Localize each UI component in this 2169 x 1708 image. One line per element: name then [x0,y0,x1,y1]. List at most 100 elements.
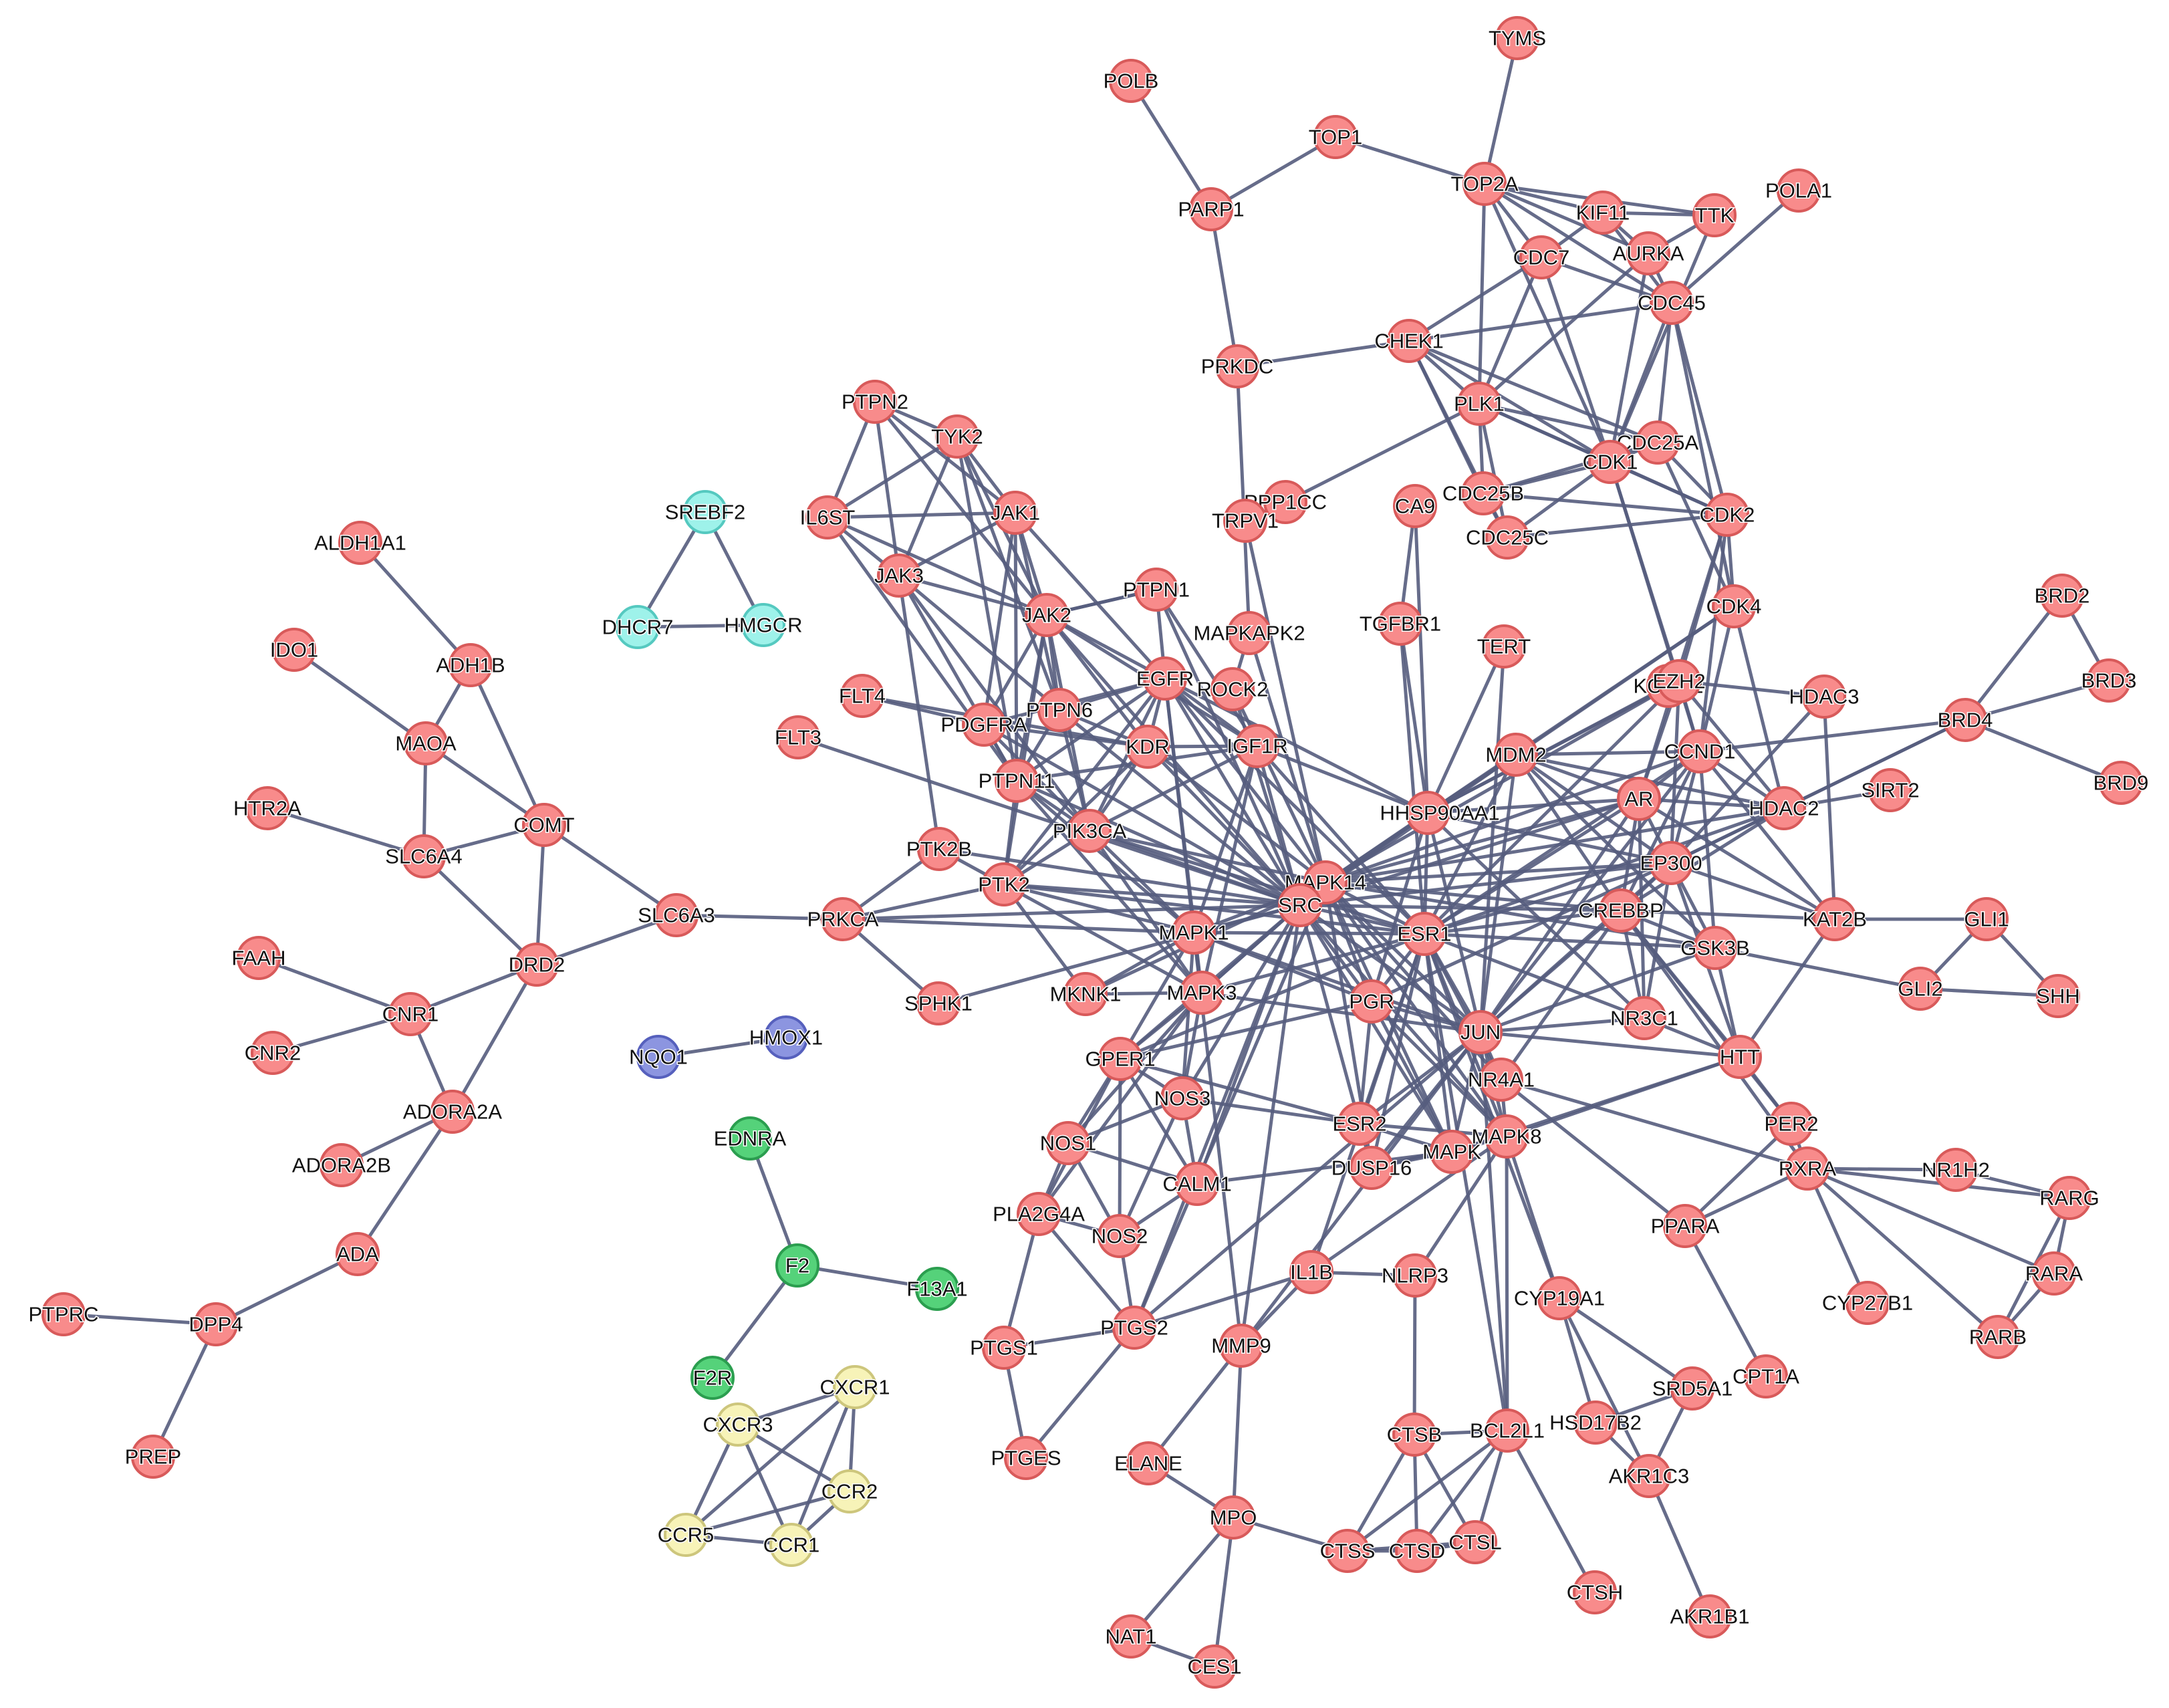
node-rara[interactable]: RARA [2024,1251,2084,1296]
node-akr1c3[interactable]: AKR1C3 [1608,1454,1690,1498]
node-cdc25c[interactable]: CDC25C [1464,515,1550,560]
node-rxra[interactable]: RXRA [1777,1146,1837,1191]
node-ttk[interactable]: TTK [1692,193,1737,237]
node-ctsb[interactable]: CTSB [1386,1413,1443,1457]
node-jak3[interactable]: JAK3 [873,554,925,598]
node-nqo1[interactable]: NQO1 [628,1035,688,1079]
node-slc6a4[interactable]: SLC6A4 [384,834,463,878]
node-per2[interactable]: PER2 [1763,1102,1819,1146]
node-cdc45[interactable]: CDC45 [1637,281,1706,325]
node-jak2[interactable]: JAK2 [1021,593,1073,637]
node-ezh2[interactable]: EZH2 [1652,659,1706,703]
node-tert[interactable]: TERT [1476,624,1532,668]
node-top1[interactable]: TOP1 [1307,115,1364,159]
node-nr1h2[interactable]: NR1H2 [1921,1148,1991,1192]
node-il1b[interactable]: IL1B [1289,1250,1333,1294]
node-ptpn1[interactable]: PTPN1 [1122,568,1190,612]
node-top2a[interactable]: TOP2A [1450,162,1519,206]
node-gsk3b[interactable]: GSK3B [1680,926,1751,970]
node-cnr1[interactable]: CNR1 [381,992,440,1036]
node-pik3ca[interactable]: PIK3CA [1051,809,1128,853]
node-calm1[interactable]: CALM1 [1162,1162,1233,1206]
node-ido1[interactable]: IDO1 [269,628,320,672]
node-cdc25a[interactable]: CDC25A [1616,420,1700,465]
node-shh[interactable]: SHH [2035,974,2081,1018]
node-htr2a[interactable]: HTR2A [233,786,303,830]
node-ccnd1[interactable]: CCND1 [1663,729,1737,773]
node-nat1[interactable]: NAT1 [1104,1614,1158,1659]
node-comt[interactable]: COMT [513,803,576,847]
node-prep[interactable]: PREP [124,1435,182,1479]
node-dpp4[interactable]: DPP4 [188,1302,244,1346]
node-kat2b[interactable]: KAT2B [1802,897,1868,941]
node-ptpn2[interactable]: PTPN2 [841,380,909,424]
node-ptgs1[interactable]: PTGS1 [969,1326,1039,1370]
node-hmox1[interactable]: HMOX1 [748,1015,824,1060]
node-pola1[interactable]: POLA1 [1765,168,1833,213]
node-mapk8[interactable]: MAPK8 [1471,1114,1543,1158]
node-jak1[interactable]: JAK1 [989,491,1041,535]
node-pgr[interactable]: PGR [1348,979,1395,1023]
node-pdgfra[interactable]: PDGFRA [940,703,1028,747]
node-ccr5[interactable]: CCR5 [656,1513,715,1557]
node-cyp27b1[interactable]: CYP27B1 [1821,1281,1914,1325]
node-gli1[interactable]: GLI1 [1963,897,2010,941]
node-mapk3[interactable]: MAPK3 [1166,971,1238,1015]
node-aurka[interactable]: AURKA [1612,231,1685,275]
node-cxcr1[interactable]: CXCR1 [819,1365,891,1409]
node-gper1[interactable]: GPER1 [1084,1037,1156,1081]
node-ptpn6[interactable]: PTPN6 [1025,688,1094,732]
node-ces1[interactable]: CES1 [1186,1644,1243,1689]
node-mapk1[interactable]: MAPK1 [1158,910,1230,955]
node-il6st[interactable]: IL6ST [799,495,856,539]
node-nlrp3[interactable]: NLRP3 [1381,1253,1449,1298]
node-f2[interactable]: F2 [775,1243,819,1288]
node-igf1r[interactable]: IGF1R [1226,724,1289,768]
node-nr3c1[interactable]: NR3C1 [1610,996,1679,1040]
node-brd2[interactable]: BRD2 [2033,574,2091,618]
node-adora2a[interactable]: ADORA2A [402,1090,503,1134]
node-faah[interactable]: FAAH [231,936,287,980]
node-adh1b[interactable]: ADH1B [435,643,506,687]
node-parp1[interactable]: PARP1 [1177,187,1245,231]
node-mdm2[interactable]: MDM2 [1485,733,1547,777]
node-polb[interactable]: POLB [1102,59,1160,103]
node-rock2[interactable]: ROCK2 [1196,667,1269,711]
node-htt[interactable]: HTT [1718,1035,1762,1079]
node-nr4a1[interactable]: NR4A1 [1467,1058,1535,1102]
node-brd3[interactable]: BRD3 [2080,658,2138,703]
node-nos1[interactable]: NOS1 [1039,1121,1098,1165]
node-cyp19a1[interactable]: CYP19A1 [1513,1276,1606,1320]
node-brd4[interactable]: BRD4 [1936,698,1994,742]
node-rarg[interactable]: RARG [2039,1176,2100,1220]
node-ptpn11[interactable]: PTPN11 [977,759,1056,803]
node-hmgcr[interactable]: HMGCR [723,603,803,647]
node-cxcr3[interactable]: CXCR3 [702,1402,774,1447]
node-sphk1[interactable]: SPHK1 [904,981,973,1025]
node-aldh1a1[interactable]: ALDH1A1 [313,521,407,565]
node-mapkapk2[interactable]: MAPKAPK2 [1192,611,1306,655]
node-nos2[interactable]: NOS2 [1090,1214,1149,1258]
node-plk1[interactable]: PLK1 [1453,382,1505,426]
node-maoa[interactable]: MAOA [394,721,457,765]
node-srd5a1[interactable]: SRD5A1 [1651,1366,1734,1411]
node-esr1[interactable]: ESR1 [1396,912,1452,956]
node-mmp9[interactable]: MMP9 [1210,1324,1272,1368]
node-hdac3[interactable]: HDAC3 [1788,675,1860,719]
node-cnr2[interactable]: CNR2 [243,1031,302,1075]
node-ctsl[interactable]: CTSL [1448,1520,1503,1564]
node-ptk2b[interactable]: PTK2B [905,827,973,871]
node-cdk4[interactable]: CDK4 [1705,584,1763,628]
node-hhsp90aa1[interactable]: HHSP90AA1 [1379,791,1501,835]
node-ptk2[interactable]: PTK2 [977,862,1031,906]
node-adora2b[interactable]: ADORA2B [291,1143,392,1187]
node-bcl2l1[interactable]: BCL2L1 [1469,1409,1546,1453]
node-mpo[interactable]: MPO [1208,1495,1258,1540]
node-ptprc[interactable]: PTPRC [27,1292,100,1336]
node-cpt1a[interactable]: CPT1A [1732,1354,1801,1398]
node-tgfbr1[interactable]: TGFBR1 [1358,602,1442,646]
node-cdk2[interactable]: CDK2 [1698,493,1756,537]
node-f2r[interactable]: F2R [690,1356,735,1400]
node-flt3[interactable]: FLT3 [773,715,823,759]
node-prkca[interactable]: PRKCA [806,897,880,941]
